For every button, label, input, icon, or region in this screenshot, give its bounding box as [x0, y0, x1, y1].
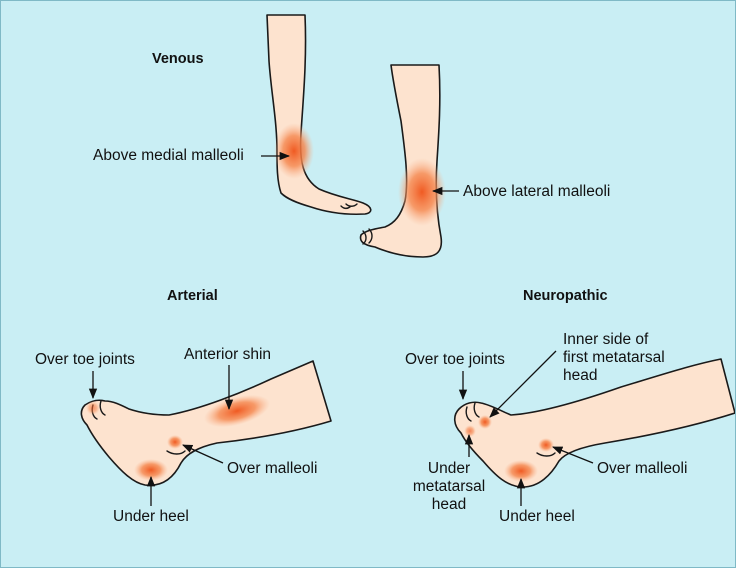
arrow-neuro-inner-side: [489, 350, 557, 418]
label-above-medial-malleoli: Above medial malleoli: [93, 147, 244, 164]
arterial-heel-ulcer: [134, 459, 168, 481]
venous-medial-ulcer: [274, 123, 314, 179]
under-metatarsal-line-3: head: [431, 496, 467, 513]
venous-lateral-leg: [359, 64, 446, 258]
inner-side-line-3: head: [563, 367, 598, 384]
neuropathic-first-metatarsal-ulcer: [478, 415, 492, 429]
label-arterial-under-heel: Under heel: [113, 508, 189, 525]
label-above-lateral-malleoli: Above lateral malleoli: [463, 183, 611, 200]
neuropathic-title: Neuropathic: [523, 288, 608, 304]
label-arterial-over-malleoli: Over malleoli: [227, 460, 318, 477]
arterial-leg: [80, 360, 332, 487]
venous-medial-leg: [266, 14, 372, 216]
under-metatarsal-line-2: metatarsal: [412, 478, 486, 495]
venous-title: Venous: [152, 51, 204, 67]
label-inner-side-first-metatarsal: Inner side of first metatarsal head: [563, 331, 665, 385]
label-neuro-toe-joints: Over toe joints: [405, 351, 505, 368]
arterial-toe-ulcer: [86, 401, 100, 415]
label-anterior-shin: Anterior shin: [184, 346, 272, 363]
pointer-arrows: [88, 151, 594, 506]
arterial-malleolus-ulcer: [167, 435, 183, 449]
inner-side-line-1: Inner side of: [563, 331, 649, 348]
neuropathic-metatarsal-ulcer: [464, 425, 476, 437]
arterial-title: Arterial: [167, 288, 218, 304]
under-metatarsal-line-1: Under: [427, 460, 471, 477]
inner-side-line-2: first metatarsal: [563, 349, 665, 366]
venous-lateral-ulcer: [398, 158, 446, 226]
arrow-neuro-malleoli: [552, 446, 594, 464]
neuropathic-malleolus-ulcer: [538, 438, 554, 452]
label-arterial-toe-joints: Over toe joints: [35, 351, 135, 368]
label-under-metatarsal-head: Under metatarsal head: [395, 460, 503, 514]
label-neuro-under-heel: Under heel: [499, 508, 575, 525]
arterial-shin-ulcer: [203, 394, 271, 428]
arrow-arterial-malleoli: [182, 444, 224, 464]
neuropathic-heel-ulcer: [504, 460, 538, 482]
label-neuro-over-malleoli: Over malleoli: [597, 460, 688, 477]
